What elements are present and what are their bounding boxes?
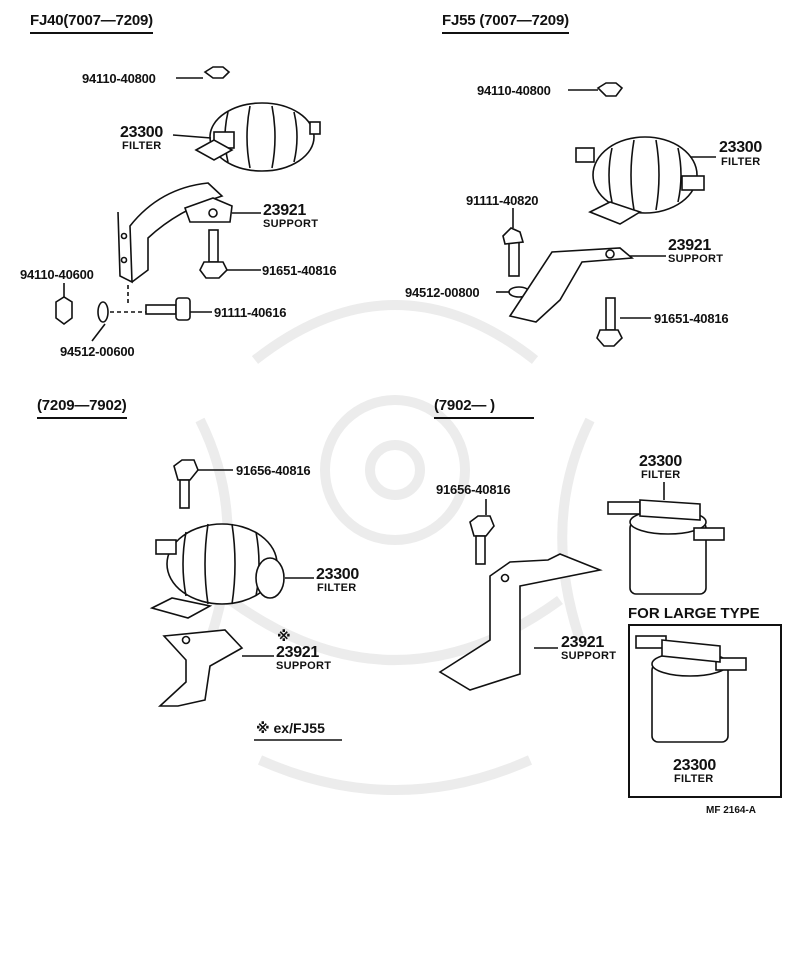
label-q4-large-title: FOR LARGE TYPE	[628, 605, 760, 622]
bolt-q4	[469, 515, 495, 565]
support-q4	[438, 553, 603, 691]
bolt-q1-91111	[145, 297, 191, 321]
filter-q3	[149, 523, 285, 619]
label-q1-support-part: 23921	[263, 202, 306, 219]
label-q3-bolt-part: 91656-40816	[236, 463, 311, 478]
section-header-fj55: FJ55 (7007—7209)	[442, 13, 569, 34]
support-q1	[117, 182, 233, 284]
label-q1-nut2-part: 94110-40600	[20, 267, 94, 282]
label-q2-bolt-part: 91111-40820	[466, 193, 539, 208]
label-q2-support-part: 23921	[668, 237, 711, 254]
label-q3-support-part: 23921	[276, 644, 319, 661]
diagram-code: MF 2164-A	[706, 805, 757, 816]
label-q1-bolt-part: 91651-40816	[262, 263, 337, 278]
support-q3	[157, 629, 244, 707]
nut-q1-94110-40600	[55, 296, 73, 325]
label-q2-washer-part: 94512-00800	[405, 285, 480, 300]
label-q1-filter-part: 23300	[120, 124, 163, 141]
label-q3-filter-name: FILTER	[317, 582, 357, 594]
label-q3-filter-part: 23300	[316, 566, 359, 583]
nut-q1	[203, 66, 231, 79]
section-header-fj40: FJ40(7007—7209)	[30, 13, 153, 34]
label-q1-filter-name: FILTER	[122, 140, 162, 152]
label-q4-filter-part: 23300	[639, 453, 682, 470]
label-q3-support-name: SUPPORT	[276, 660, 332, 672]
label-q1-washer-part: 94512-00600	[60, 344, 135, 359]
label-q2-filter-name: FILTER	[721, 156, 761, 168]
label-q3-star: ※	[277, 628, 291, 644]
section-header-7902: (7902— )	[434, 398, 534, 419]
label-q4-bolt-part: 91656-40816	[436, 482, 511, 497]
bolt-q2-91111	[502, 227, 525, 277]
label-q4-support-name: SUPPORT	[561, 650, 617, 662]
filter-q1	[194, 102, 321, 172]
label-q4-support-part: 23921	[561, 634, 604, 651]
label-q3-note: ※ ex/FJ55	[256, 720, 325, 736]
bolt-q3	[173, 459, 199, 509]
label-q1-nut-part: 94110-40800	[82, 71, 156, 86]
large-type-box	[628, 624, 782, 798]
section-header-7209-7902: (7209—7902)	[37, 398, 127, 419]
label-q4-large-filter-name: FILTER	[674, 773, 714, 785]
label-q1-support-name: SUPPORT	[263, 218, 319, 230]
nut-q2	[596, 82, 624, 97]
label-q2-bolt2-part: 91651-40816	[654, 311, 729, 326]
label-q1-bolt2-part: 91111-40616	[214, 305, 287, 320]
support-q2	[508, 247, 635, 323]
label-q4-large-filter-part: 23300	[673, 757, 716, 774]
label-q2-support-name: SUPPORT	[668, 253, 724, 265]
bolt-q2-91651	[596, 297, 623, 347]
label-q2-filter-part: 23300	[719, 139, 762, 156]
label-q2-nut-part: 94110-40800	[477, 83, 551, 98]
bolt-q1-91651	[199, 229, 228, 279]
filter-q2	[575, 136, 705, 225]
label-q4-filter-name: FILTER	[641, 469, 681, 481]
filter-q4-large	[635, 635, 747, 743]
filter-q4	[607, 499, 725, 595]
washer-q1	[97, 301, 109, 323]
